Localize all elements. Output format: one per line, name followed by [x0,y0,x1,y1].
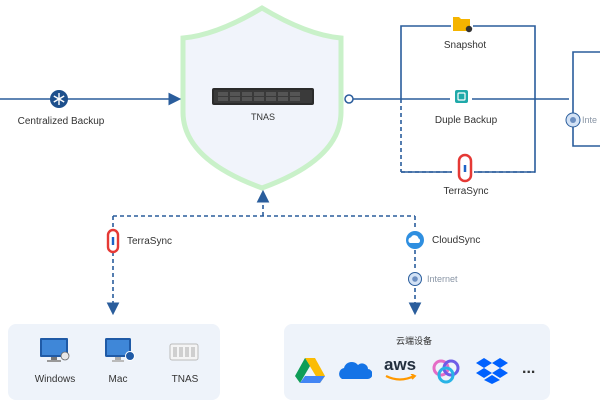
snapshot-loop [400,25,536,173]
aws-icon: aws [384,356,420,384]
internet-right-label: Inte [582,115,598,125]
internet-bottom-label: Internet [427,274,458,284]
cloudsync-label: CloudSync [432,235,481,246]
terrasync-left-icon [102,228,124,254]
terrasync-right-icon [452,153,474,183]
tnas-port [344,94,354,104]
snapshot-label: Snapshot [443,40,487,51]
onedrive-icon [339,362,372,380]
internet-right-icon [565,112,581,128]
cloud-panel: 云端设备 aws [284,324,550,400]
centralized-backup-label: Centralized Backup [17,116,105,127]
devices-panel: Windows Mac TNAS [8,324,220,400]
terrasync-left-label: TerraSync [127,236,173,247]
tnas-label: TNAS [250,112,276,122]
tnas-device-icon [212,88,314,105]
dropbox-icon [476,358,508,384]
far-right-box [572,51,600,147]
centralized-backup-icon [50,90,68,108]
internet-bottom-icon [408,272,422,286]
more-icon: ... [522,360,536,377]
windows-pc-icon [40,338,70,362]
cloud-panel-title: 云端设备 [395,336,433,346]
terrasync-right-label: TerraSync [443,186,489,197]
device-label-windows: Windows [34,374,76,385]
device-label-tnas: TNAS [171,374,199,385]
duple-backup-label: Duple Backup [434,115,498,126]
device-label-mac: Mac [108,374,128,385]
snapshot-folder-icon [451,14,473,33]
duple-backup-icon [450,88,472,108]
pcloud-icon [432,359,460,384]
cloudsync-icon [403,230,427,250]
mac-icon [105,338,135,362]
google-drive-icon [295,358,325,383]
tnas-small-icon [169,343,199,361]
